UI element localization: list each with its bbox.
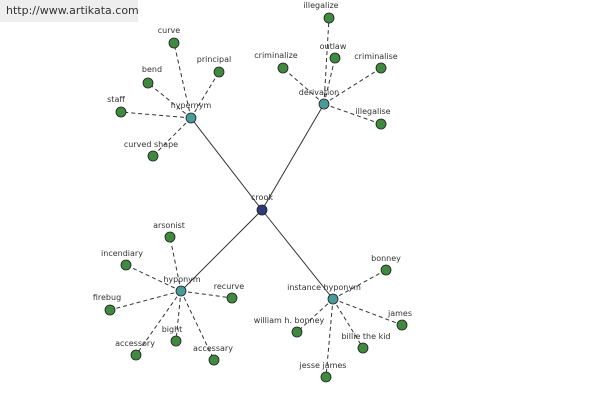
- edge-derivation-leaf: [323, 57, 336, 105]
- leaf-node-label: illegalise: [355, 107, 390, 116]
- edge-root-hyponym: [180, 209, 263, 292]
- edge-hypernym-leaf: [152, 117, 192, 157]
- leaf-node-label: firebug: [93, 293, 121, 302]
- edge-root-hypernym: [190, 117, 263, 211]
- leaf-node-label: william h. bonney: [254, 316, 325, 325]
- leaf-node[interactable]: [277, 62, 289, 74]
- leaf-node-label: billie the kid: [341, 332, 390, 341]
- edge-hyponym-leaf: [135, 290, 182, 356]
- edge-instance-hyponym-leaf: [332, 298, 364, 349]
- leaf-node-label: curve: [158, 26, 180, 35]
- leaf-node[interactable]: [380, 264, 392, 276]
- leaf-node[interactable]: [208, 354, 220, 366]
- edge-hypernym-leaf: [147, 82, 192, 119]
- leaf-node-label: illegalize: [303, 1, 338, 10]
- edge-instance-hyponym-leaf: [332, 298, 403, 326]
- leaf-node-label: criminalise: [354, 52, 398, 61]
- leaf-node-label: staff: [107, 95, 125, 104]
- leaf-node-label: recurve: [214, 282, 245, 291]
- edge-derivation-leaf: [323, 17, 330, 105]
- leaf-node[interactable]: [170, 335, 182, 347]
- leaf-node-label: arsonist: [153, 221, 185, 230]
- leaf-node-label: james: [387, 309, 412, 318]
- relation-node-derivation[interactable]: [318, 98, 330, 110]
- relation-node-hypernym[interactable]: [185, 112, 197, 124]
- leaf-node-label: curved shape: [124, 140, 178, 149]
- edge-hyponym-leaf: [180, 290, 215, 361]
- leaf-node[interactable]: [226, 292, 238, 304]
- relation-node-label: hypernym: [171, 101, 212, 110]
- edge-hypernym-leaf: [173, 42, 192, 119]
- leaf-node[interactable]: [168, 37, 180, 49]
- edge-derivation-leaf: [323, 103, 382, 125]
- leaf-node[interactable]: [375, 62, 387, 74]
- leaf-node[interactable]: [147, 150, 159, 162]
- edge-instance-hyponym-leaf: [325, 298, 334, 378]
- edge-hypernym-leaf: [120, 111, 192, 119]
- leaf-node-label: bend: [142, 65, 162, 74]
- edge-instance-hyponym-leaf: [296, 298, 334, 333]
- edge-hypernym-leaf: [190, 71, 220, 119]
- leaf-node[interactable]: [142, 77, 154, 89]
- root-node-label: crook: [251, 193, 273, 202]
- relation-node-label: instance hyponym: [287, 283, 361, 292]
- leaf-node[interactable]: [120, 259, 132, 271]
- edge-hyponym-leaf: [125, 264, 182, 292]
- leaf-node[interactable]: [213, 66, 225, 78]
- leaf-node[interactable]: [115, 106, 127, 118]
- edge-instance-hyponym-leaf: [332, 269, 387, 300]
- leaf-node-label: outlaw: [320, 42, 347, 51]
- leaf-node-label: jesse james: [299, 361, 347, 370]
- leaf-node[interactable]: [375, 118, 387, 130]
- root-node-crook[interactable]: [256, 204, 268, 216]
- leaf-node[interactable]: [329, 52, 341, 64]
- leaf-node[interactable]: [130, 349, 142, 361]
- edge-derivation-leaf: [323, 67, 382, 105]
- leaf-node-label: bonney: [371, 254, 401, 263]
- leaf-node-label: incendiary: [101, 249, 143, 258]
- leaf-node-label: criminalize: [254, 51, 298, 60]
- edge-hyponym-leaf: [180, 290, 233, 299]
- edge-hyponym-leaf: [169, 236, 182, 292]
- graph-edges: [109, 17, 403, 378]
- leaf-node-label: bight: [162, 325, 183, 334]
- edge-hyponym-leaf: [175, 290, 182, 342]
- leaf-node[interactable]: [320, 371, 332, 383]
- relation-node-label: hyponym: [163, 275, 201, 284]
- relation-node-hyponym[interactable]: [175, 285, 187, 297]
- leaf-node-label: accessory: [115, 339, 155, 348]
- leaf-node[interactable]: [323, 12, 335, 24]
- leaf-node[interactable]: [104, 304, 116, 316]
- relation-node-instance-hyponym[interactable]: [327, 293, 339, 305]
- edge-root-instance-hyponym: [261, 209, 334, 300]
- leaf-node-label: principal: [197, 55, 231, 64]
- leaf-node[interactable]: [396, 319, 408, 331]
- edge-derivation-leaf: [282, 67, 325, 105]
- leaf-node[interactable]: [357, 342, 369, 354]
- edge-root-derivation: [261, 103, 325, 211]
- graph-nodes: curve principal bend staff curved shape hyper…: [93, 1, 412, 383]
- leaf-node[interactable]: [164, 231, 176, 243]
- leaf-node-label: accessary: [193, 344, 233, 353]
- leaf-node[interactable]: [291, 326, 303, 338]
- edge-hyponym-leaf: [109, 290, 182, 311]
- artikata-url-watermark: http://www.artikata.com: [0, 0, 139, 22]
- relation-node-label: derivation: [299, 88, 339, 97]
